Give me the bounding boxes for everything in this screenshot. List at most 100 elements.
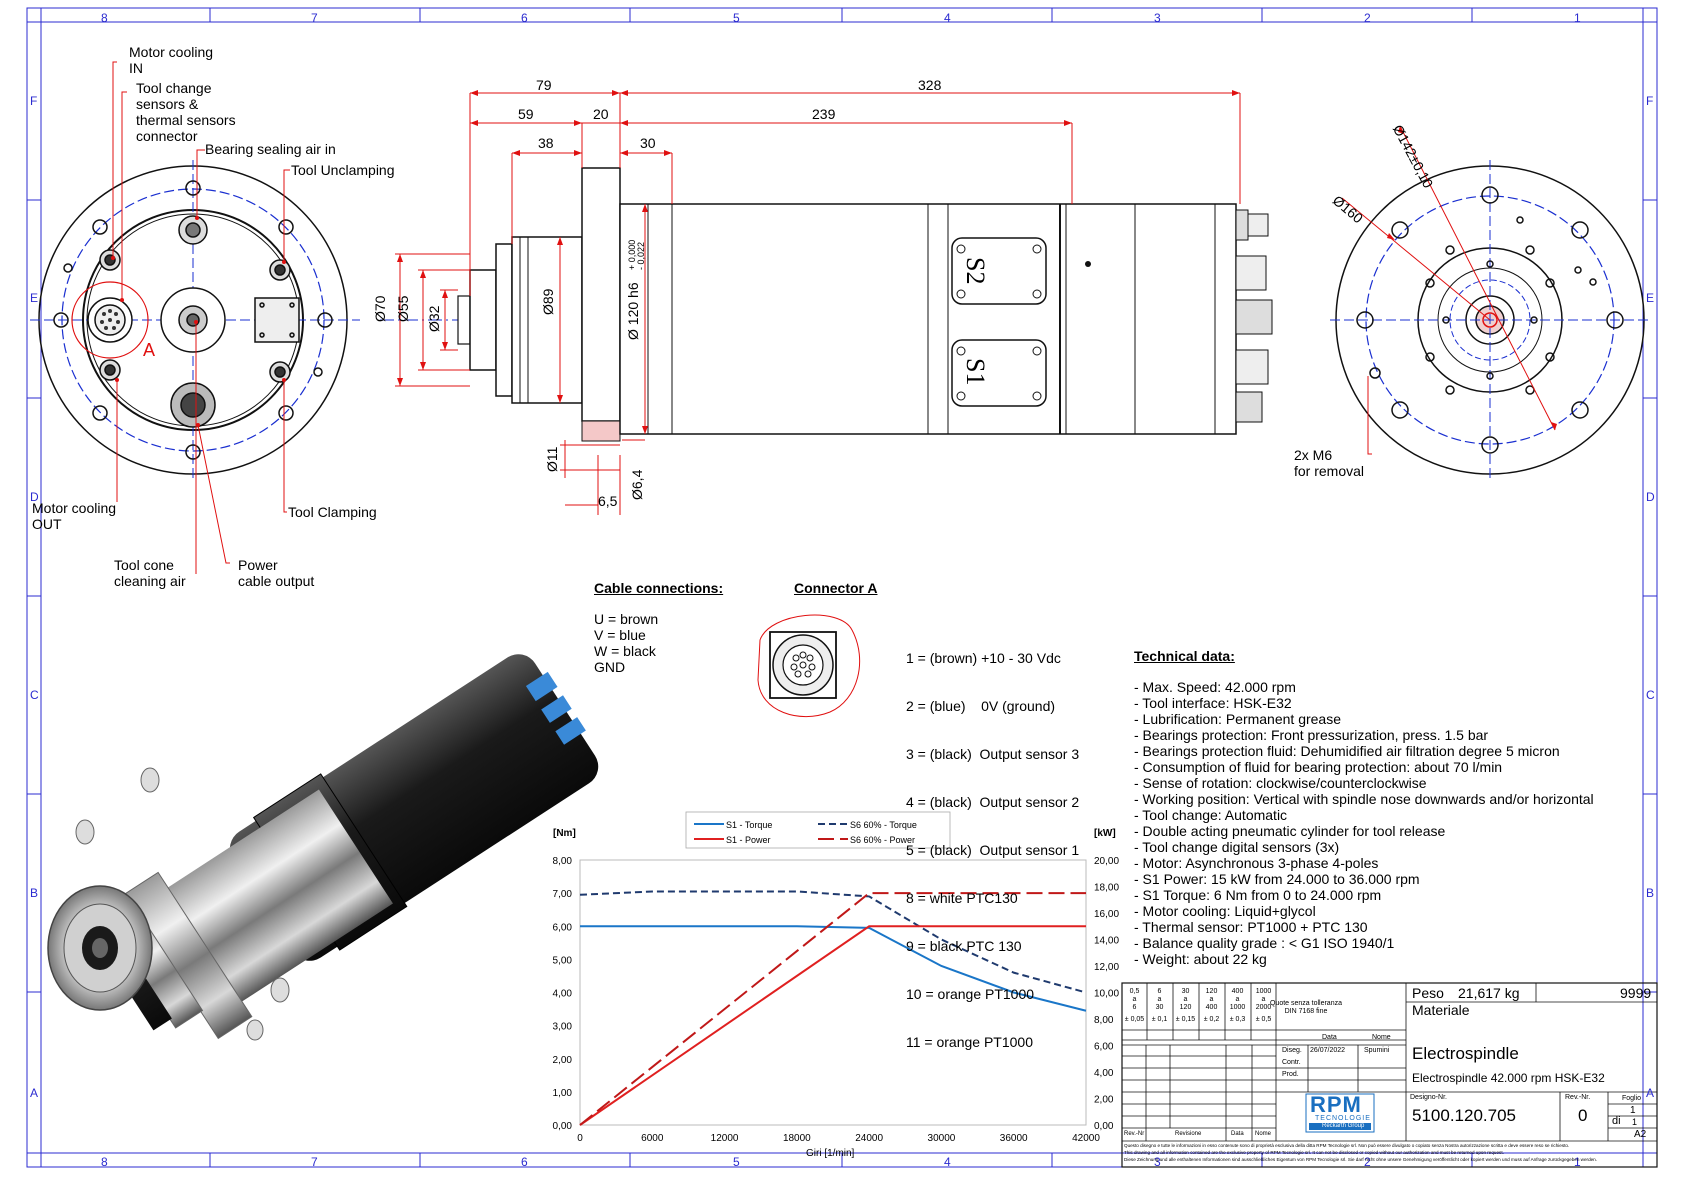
label-tool-cone-cleaning: Tool cone cleaning air [114, 557, 186, 589]
tolerance-range: 1000 [1255, 988, 1272, 995]
series-line [579, 892, 1086, 1126]
tolerance-range: a [1209, 996, 1214, 1003]
tolerance-range: 120 [1205, 988, 1218, 995]
row-e-left: E [30, 291, 39, 305]
list-item: - Motor cooling: Liquid+glycol [1134, 903, 1316, 919]
label-motor-cooling-in: Motor cooling IN [129, 44, 214, 76]
rev-col-nr: Rev.-Nr [1124, 1131, 1145, 1137]
tolerance-note: Quote senza tolleranza DIN 7168 fine [1270, 1000, 1342, 1015]
list-item: 4 = (black) Output sensor 2 [906, 794, 1080, 810]
y-left-tick-label: 8,00 [553, 856, 573, 867]
x-tick-label: 12000 [711, 1133, 739, 1144]
label-motor-cooling-out: Motor cooling OUT [32, 500, 117, 532]
list-item: - Consumption of fluid for bearing prote… [1134, 759, 1503, 775]
list-item: - Lubrification: Permanent grease [1134, 711, 1341, 727]
code-9999: 9999 [1620, 985, 1652, 1001]
tolerance-range: 120 [1179, 1004, 1192, 1011]
tolerance-range: a [1183, 996, 1188, 1003]
tolerance-range: 1000 [1229, 1004, 1246, 1011]
list-item: 5 = (black) Output sensor 1 [906, 842, 1080, 858]
rev-label: Rev.-Nr. [1565, 1094, 1591, 1101]
col-6-top: 6 [521, 11, 528, 25]
y-right-tick-label: 14,00 [1094, 936, 1119, 947]
col-3-top: 3 [1154, 11, 1161, 25]
tolerance-range: 0,5 [1129, 988, 1140, 995]
x-tick-label: 42000 [1072, 1133, 1100, 1144]
list-item: - Tool interface: HSK-E32 [1134, 695, 1292, 711]
y-right-tick-label: 10,00 [1094, 989, 1119, 1000]
rpm-logo-group: Reckarth Group [1322, 1123, 1365, 1129]
tolerance-value: ± 0,15 [1175, 1016, 1196, 1023]
rev-value: 0 [1578, 1106, 1588, 1125]
technical-data-title: Technical data: [1134, 648, 1235, 664]
drawing-subtitle: Electrospindle 42.000 rpm HSK-E32 [1412, 1071, 1605, 1085]
col-7-bottom: 7 [311, 1155, 318, 1169]
prod-label: Prod. [1282, 1071, 1299, 1078]
spindle-render [47, 654, 599, 1041]
list-item: - Max. Speed: 42.000 rpm [1134, 679, 1296, 695]
list-item: - Thermal sensor: PT1000 + PTC 130 [1134, 919, 1368, 935]
label-tool-clamping: Tool Clamping [288, 504, 377, 520]
dim-59: 59 [518, 106, 534, 122]
col-5-top: 5 [733, 11, 740, 25]
peso-label: Peso [1412, 985, 1444, 1001]
col-2-bottom: 2 [1364, 1155, 1371, 1169]
tolerance-range: a [1157, 996, 1162, 1003]
list-item: - S1 Power: 15 kW from 24.000 to 36.000 … [1134, 871, 1420, 887]
legend-entry: S1 - Torque [726, 820, 772, 830]
y-right-tick-label: 20,00 [1094, 856, 1119, 867]
side-view [380, 90, 1273, 515]
connector-a-drawing [757, 614, 861, 718]
di-label: di [1612, 1115, 1621, 1127]
x-tick-label: 6000 [641, 1133, 664, 1144]
y-right-tick-label: 12,00 [1094, 962, 1119, 973]
series-line [580, 925, 1087, 1012]
tolerance-range: 6 [1132, 1004, 1137, 1011]
peso-value: 21,617 kg [1458, 985, 1520, 1001]
list-item: 3 = (black) Output sensor 3 [906, 746, 1080, 762]
connector-a-title: Connector A [794, 580, 878, 596]
list-item: 11 = orange PT1000 [906, 1034, 1034, 1050]
drawing-title: Electrospindle [1412, 1044, 1519, 1063]
disclaimer: Questo disegno e tutte le informazioni i… [1124, 1143, 1598, 1162]
connector-a-pins: 1 = (brown) +10 - 30 Vdc 2 = (blue) 0V (… [906, 618, 1079, 1066]
tolerance-range: a [1132, 996, 1137, 1003]
dim-6-5: 6,5 [598, 493, 618, 509]
dim-239: 239 [812, 106, 836, 122]
y-left-tick-label: 1,00 [553, 1088, 573, 1099]
list-item: - Motor: Asynchronous 3-phase 4-poles [1134, 855, 1379, 871]
dim-dia120: Ø 120 h6 [625, 282, 641, 340]
diseg-date: 26/07/2022 [1310, 1047, 1346, 1054]
sheet-frame [26, 7, 1658, 1168]
row-b-right: B [1646, 886, 1655, 900]
dim-38: 38 [538, 135, 554, 151]
data-label: Data [1322, 1034, 1337, 1041]
contr-label: Contr. [1282, 1059, 1301, 1066]
y-right-tick-label: 4,00 [1094, 1068, 1114, 1079]
cable-connections-list: U = brown V = blue W = black GND [594, 611, 658, 675]
col-6-bottom: 6 [521, 1155, 528, 1169]
list-item: - Weight: about 22 kg [1134, 951, 1267, 967]
x-tick-label: 36000 [1000, 1133, 1028, 1144]
tolerance-range: 2000 [1255, 1004, 1272, 1011]
chart-ylabel-left: [Nm] [553, 828, 576, 839]
di-value: 1 [1632, 1117, 1638, 1127]
row-d-left: D [30, 490, 39, 504]
tolerance-range: a [1261, 996, 1266, 1003]
list-item: - Balance quality grade : < G1 ISO 1940/… [1134, 935, 1395, 951]
dim-dia6-4: Ø6,4 [629, 469, 645, 500]
y-left-tick-label: 7,00 [553, 889, 573, 900]
rev-col-data: Data [1231, 1131, 1244, 1137]
list-item: - S1 Torque: 6 Nm from 0 to 24.000 rpm [1134, 887, 1382, 903]
y-right-tick-label: 8,00 [1094, 1015, 1114, 1026]
dim-328: 328 [918, 77, 942, 93]
foglio-value: 1 [1630, 1105, 1636, 1116]
series-line [579, 890, 1087, 994]
dim-20: 20 [593, 106, 609, 122]
tolerance-value: ± 0,05 [1124, 1016, 1145, 1023]
